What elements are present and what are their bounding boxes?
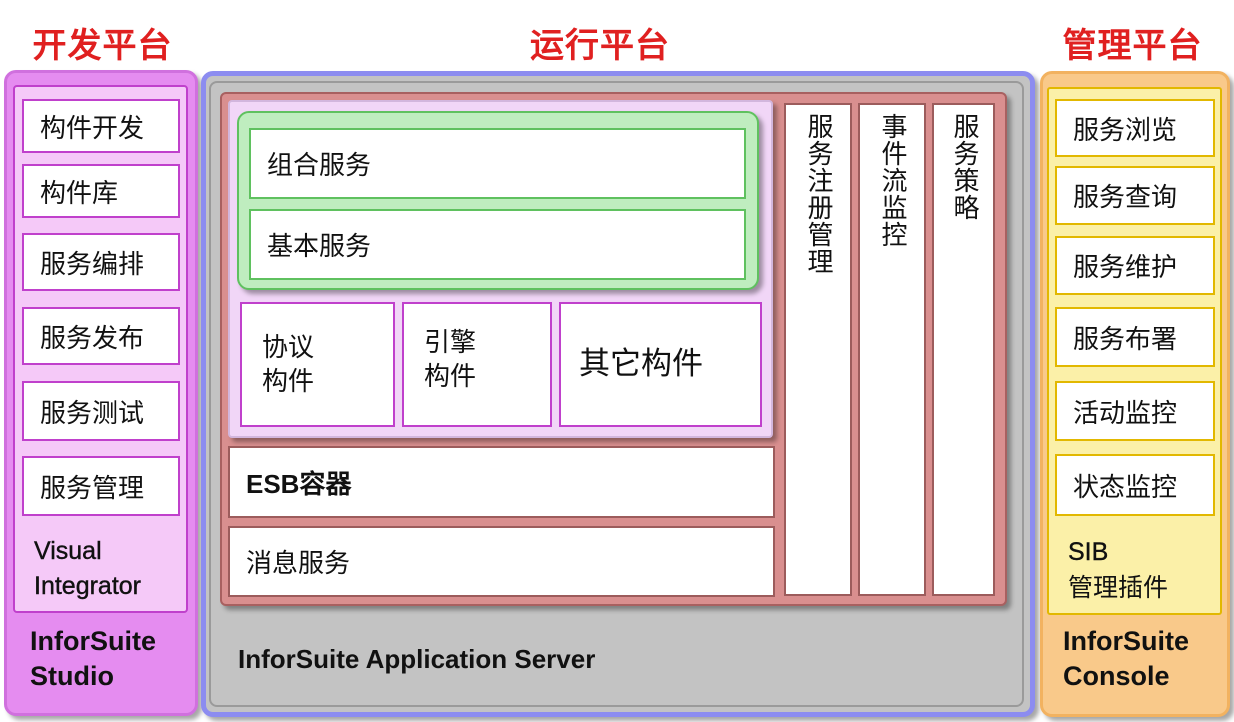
runtime-inner-border (209, 81, 1024, 707)
sib-label: SIB (1068, 538, 1109, 566)
mgmt-item-service-browse: 服务浏览 (1055, 99, 1215, 157)
dev-item-service-publish: 服务发布 (22, 307, 180, 365)
dev-item-component-development: 构件开发 (22, 99, 180, 153)
inforsuite-console-label: InforSuite Console (1063, 626, 1189, 691)
inforsuite-studio-label: InforSuite Studio (30, 626, 156, 691)
mgmt-item-activity-monitor: 活动监控 (1055, 381, 1215, 441)
composite-service-box: 组合服务 (249, 128, 746, 199)
service-registry-label: 服务注册管理 (803, 113, 833, 275)
dev-item-component-library: 构件库 (22, 164, 180, 218)
dev-item-service-orchestration: 服务编排 (22, 233, 180, 291)
dev-platform-title: 开发平台 (32, 26, 173, 66)
runtime-platform-title: 运行平台 (530, 26, 670, 66)
esb-container-box: ESB容器 (228, 446, 775, 518)
service-registry-box: 服务注册管理 (784, 103, 852, 596)
service-policy-label: 服务策略 (949, 113, 979, 221)
engine-component-box: 引擎构件 (402, 302, 552, 427)
visual-integrator-label: Visual Integrator (34, 537, 142, 600)
dev-item-service-test: 服务测试 (22, 381, 180, 441)
event-flow-monitor-label: 事件流监控 (877, 113, 907, 248)
service-policy-box: 服务策略 (932, 103, 995, 596)
protocol-component-box: 协议构件 (240, 302, 395, 427)
mgmt-item-service-maintenance: 服务维护 (1055, 236, 1215, 295)
sib-plugin-label: SIB 管理插件 (1068, 534, 1208, 606)
protocol-component-label: 协议构件 (262, 332, 315, 397)
engine-component-label: 引擎构件 (424, 327, 477, 392)
mgmt-item-service-query: 服务查询 (1055, 166, 1215, 225)
event-flow-monitor-box: 事件流监控 (858, 103, 926, 596)
mgmt-item-status-monitor: 状态监控 (1055, 454, 1215, 516)
mgmt-platform-title: 管理平台 (1062, 26, 1203, 66)
mgmt-plugin-label: 管理插件 (1068, 573, 1169, 602)
dev-item-service-management: 服务管理 (22, 456, 180, 516)
application-server-label: InforSuite Application Server (238, 644, 596, 674)
other-component-box: 其它构件 (559, 302, 762, 427)
mgmt-item-service-deploy: 服务布署 (1055, 307, 1215, 367)
basic-service-box: 基本服务 (249, 209, 746, 280)
message-service-box: 消息服务 (228, 526, 775, 597)
